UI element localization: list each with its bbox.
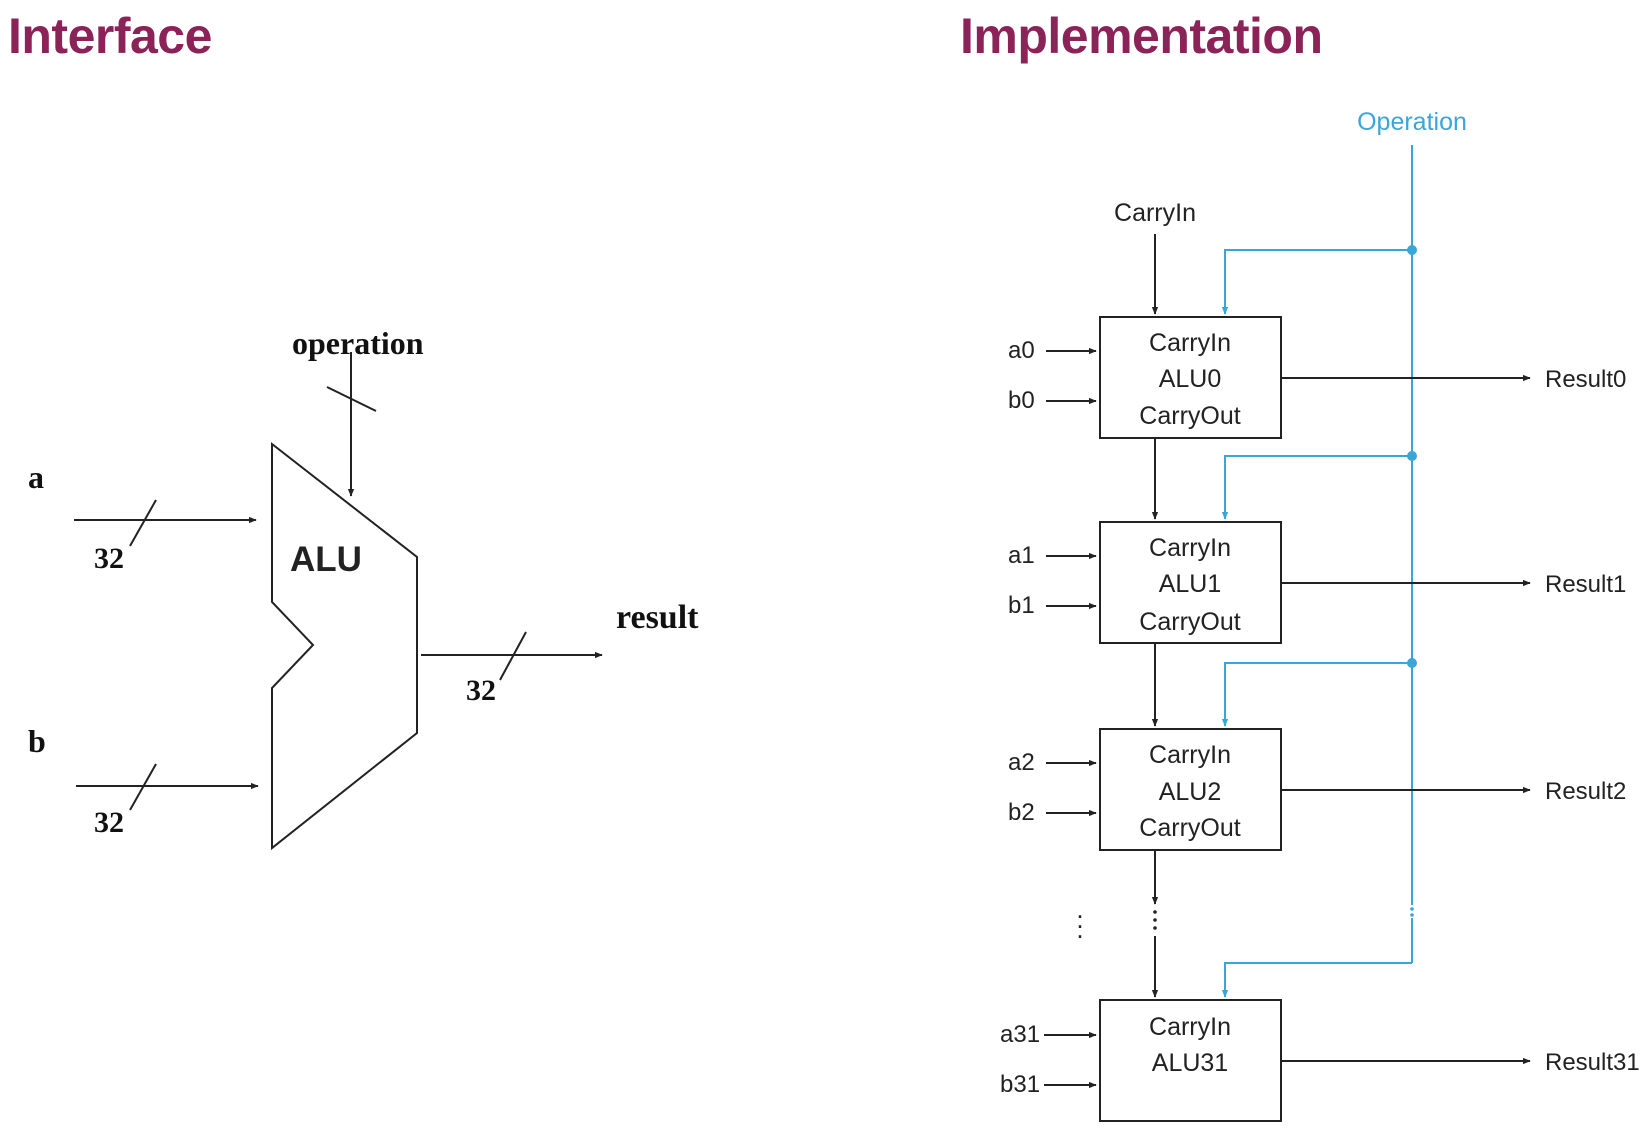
operation-branch-alu1 <box>1221 455 1412 520</box>
operation-control-label: Operation <box>1357 108 1467 136</box>
operation-branch-alu2 <box>1221 662 1412 727</box>
alu-input-b: b31 <box>1000 1071 1040 1098</box>
operation-junction-0 <box>1407 245 1417 255</box>
alu-unit-1: CarryIn ALU1 CarryOut a1 b1 Result1 <box>1008 521 1626 644</box>
implementation-heading: Implementation <box>960 8 1323 64</box>
alu-label: ALU <box>290 540 362 579</box>
alu-carry-in-text: CarryIn <box>1149 534 1231 562</box>
alu-result: Result31 <box>1545 1049 1640 1076</box>
alu-result: Result0 <box>1545 366 1626 393</box>
implementation-diagram: Operation CarryIn CarryIn ALU0 <box>1000 108 1640 1122</box>
interface-diagram: ALU operation a 32 b 32 32 result <box>28 325 699 851</box>
alu-unit-31: CarryIn ALU31 a31 b31 Result31 <box>1000 999 1640 1122</box>
operation-junction-1 <box>1407 451 1417 461</box>
input-a-label: a <box>28 459 44 495</box>
operation-bus-slash <box>326 386 377 412</box>
left-ellipsis: . . . <box>1076 894 1083 944</box>
alu-input-a: a0 <box>1008 337 1035 364</box>
result-label: result <box>616 599 699 636</box>
input-b-width: 32 <box>94 806 124 839</box>
alu-input-b: b1 <box>1008 592 1035 619</box>
alu-input-b: b2 <box>1008 799 1035 826</box>
operation-junction-2 <box>1407 658 1417 668</box>
alu-input-a: a2 <box>1008 749 1035 776</box>
carry-chain-ellipsis <box>1153 910 1157 930</box>
operation-label: operation <box>292 325 424 361</box>
ellipsis-dot: . <box>1076 894 1083 924</box>
operation-branch-alu31 <box>1221 962 1412 998</box>
alu-result: Result2 <box>1545 778 1626 805</box>
interface-heading: Interface <box>8 8 212 64</box>
alu-carry-in-text: CarryIn <box>1149 741 1231 769</box>
alu-carry-in-text: CarryIn <box>1149 1013 1231 1041</box>
alu-carry-out-text: CarryOut <box>1139 608 1240 636</box>
alu-result: Result1 <box>1545 571 1626 598</box>
alu-input-a: a31 <box>1000 1021 1040 1048</box>
carry-in-label: CarryIn <box>1114 199 1196 227</box>
alu-name: ALU1 <box>1159 570 1222 598</box>
alu-unit-2: CarryIn ALU2 CarryOut a2 b2 Result2 <box>1008 728 1626 851</box>
operation-branch-alu0 <box>1221 249 1412 315</box>
alu-carry-out-text: CarryOut <box>1139 814 1240 842</box>
input-a-width: 32 <box>94 542 124 575</box>
input-b-bus-slash <box>129 763 157 811</box>
result-bus-slash <box>499 631 527 681</box>
alu-input-a: a1 <box>1008 542 1035 569</box>
alu-carry-in-text: CarryIn <box>1149 329 1231 357</box>
operation-bus-gap-dots <box>1410 907 1414 917</box>
alu-name: ALU2 <box>1159 778 1222 806</box>
result-width: 32 <box>466 674 496 707</box>
input-b-label: b <box>28 723 46 759</box>
alu-carry-out-text: CarryOut <box>1139 402 1240 430</box>
input-a-bus-slash <box>129 499 157 547</box>
alu-input-b: b0 <box>1008 387 1035 414</box>
alu-name: ALU31 <box>1152 1049 1228 1077</box>
ellipsis-dot: . <box>1076 914 1083 944</box>
alu-unit-0: CarryIn ALU0 CarryOut a0 b0 Result0 <box>1008 316 1626 439</box>
ellipsis-dot: . <box>1076 904 1083 934</box>
alu-name: ALU0 <box>1159 365 1222 393</box>
alu-symbol <box>271 441 418 851</box>
